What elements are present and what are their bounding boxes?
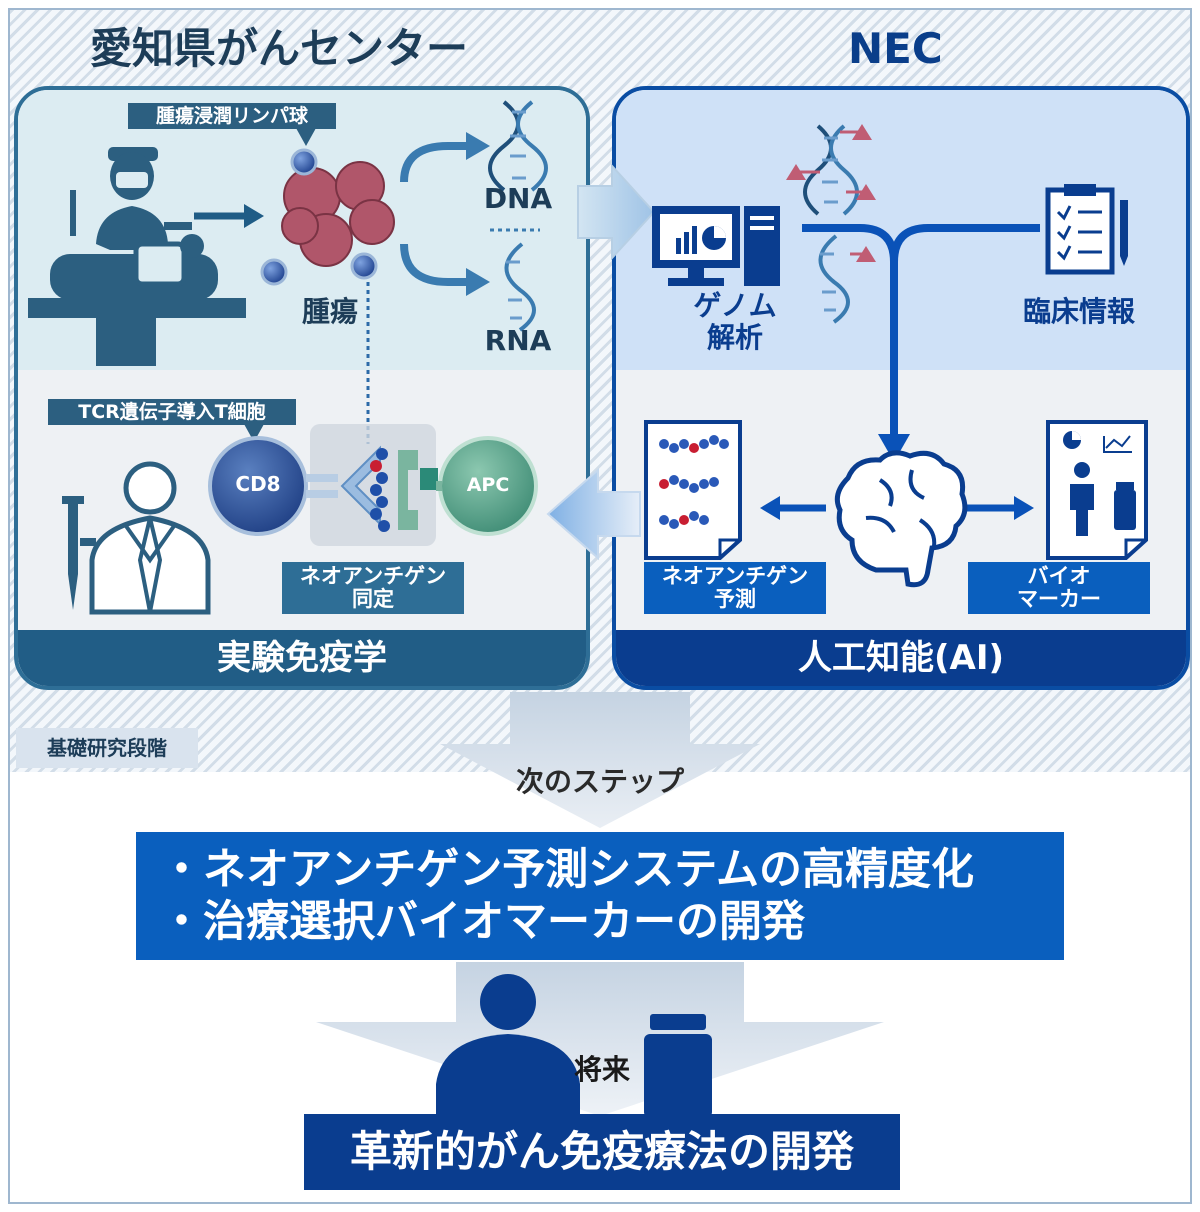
rna-icon [818, 234, 850, 324]
tumor-to-rna-arrow [400, 243, 470, 286]
medicine-bottle-icon [1114, 490, 1136, 530]
tcr-label: TCR遺伝子導入T細胞 [48, 399, 296, 425]
next-goals-box: ・ネオアンチゲン予測システムの高精度化 ・治療選択バイオマーカーの開発 [136, 832, 1064, 960]
dna-icon [488, 100, 548, 192]
section-title-ai: 人工知能(AI) [616, 630, 1186, 686]
clinical-info-label: 臨床情報 [1022, 295, 1135, 328]
neoantigen-prediction-label: ネオアンチゲン 予測 [644, 562, 826, 614]
computer-icon [652, 206, 780, 286]
section-title-experimental-immunology: 実験免疫学 [18, 630, 586, 686]
medicine-bottle-icon [644, 1014, 712, 1118]
dna-icon [803, 124, 859, 216]
future-arrow [316, 962, 884, 1116]
left-org-title: 愛知県がんセンター [90, 24, 469, 73]
final-goal-box: 革新的がん免疫療法の開発 [304, 1114, 900, 1190]
apc-label: APC [466, 474, 510, 496]
next-step-label: 次のステップ [515, 765, 684, 798]
neoantigen-identification-line2: 同定 [352, 587, 394, 611]
neoantigen-prediction-line2: 予測 [714, 587, 756, 611]
genome-analysis-line2: 解析 [706, 321, 763, 354]
neoantigen-identification-line1: ネオアンチゲン [299, 564, 447, 588]
lymphocyte-icon [260, 258, 288, 286]
biomarker-report-icon [1046, 420, 1148, 560]
prediction-report-icon [644, 420, 742, 560]
tumor-label: 腫瘍 [301, 295, 358, 328]
biomarker-line1: バイオ [1027, 564, 1091, 588]
rna-label: RNA [484, 324, 552, 357]
brain-icon [834, 450, 968, 588]
biomarker-label: バイオ マーカー [968, 562, 1150, 614]
next-step-arrow [440, 692, 760, 828]
surgeon-mask [116, 172, 148, 188]
cd8-label: CD8 [235, 472, 281, 496]
data-transfer-arrow-right [577, 163, 656, 261]
clipboard-icon [1045, 184, 1128, 275]
genome-analysis-line1: ゲノム [693, 289, 777, 322]
patient-on-table-icon [28, 234, 246, 366]
goal-item: ・治療選択バイオマーカーの開発 [160, 897, 805, 947]
feedback-arrow-left [546, 467, 641, 561]
right-org-title: NEC [848, 24, 943, 73]
tumor-icon [281, 161, 395, 267]
genome-analysis-label: ゲノム 解析 [680, 290, 790, 354]
person-icon [1074, 462, 1090, 478]
surgeon-icon [70, 147, 192, 250]
rna-icon [504, 242, 536, 332]
lymphocyte-icon [350, 252, 378, 280]
neoantigen-prediction-line1: ネオアンチゲン [661, 564, 809, 588]
future-label: 将来 [573, 1053, 630, 1086]
til-label: 腫瘍浸潤リンパ球 [128, 103, 336, 129]
goal-item: ・ネオアンチゲン予測システムの高精度化 [160, 845, 974, 895]
person-icon [436, 974, 580, 1118]
dna-label: DNA [483, 182, 553, 215]
outer-frame [8, 8, 1192, 1204]
tumor-to-dna-arrow [400, 142, 470, 183]
biomarker-line2: マーカー [1017, 587, 1101, 611]
mutation-marker-icons [786, 124, 876, 262]
neoantigen-peptide [370, 448, 390, 532]
cd8-cell [208, 436, 308, 536]
data-merge-connector [802, 224, 1040, 440]
stage-label: 基礎研究段階 [16, 728, 198, 768]
mhc-molecule [398, 450, 418, 530]
pipette-icon [62, 496, 96, 610]
researcher-icon [89, 461, 211, 615]
lymphocyte-icon [290, 148, 318, 176]
neoantigen-identification-label: ネオアンチゲン 同定 [282, 562, 464, 614]
